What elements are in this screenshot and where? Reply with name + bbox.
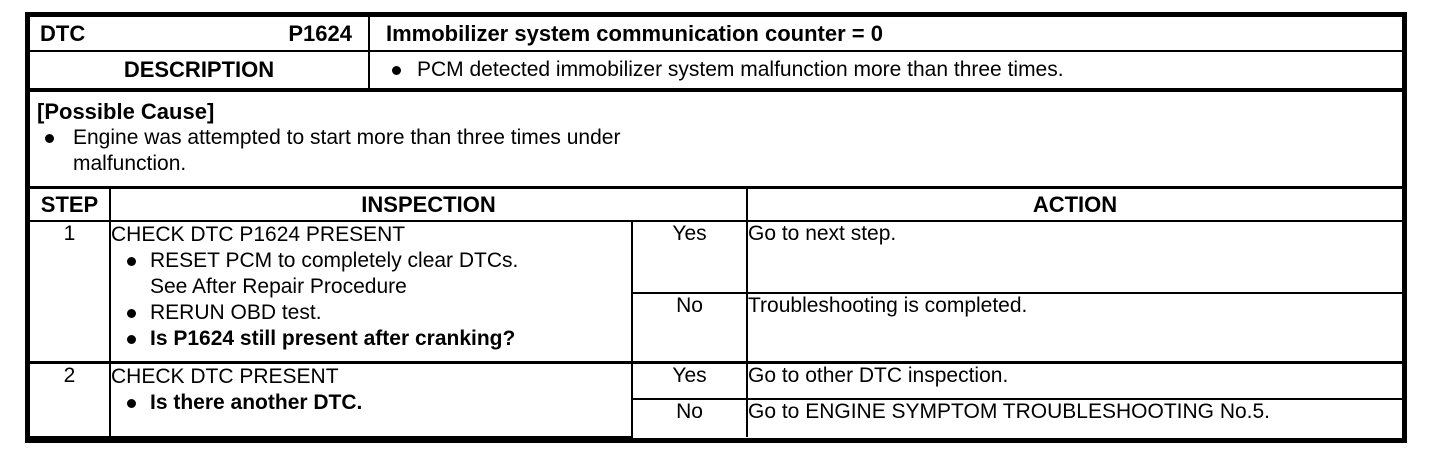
dtc-code-cell: DTC P1624 (30, 17, 370, 50)
action-cell: Troubleshooting is completed. (746, 292, 1402, 363)
bullet-item: RESET PCM to completely clear DTCs. See … (127, 248, 631, 300)
step-number: 2 (30, 360, 111, 438)
bullet-item: Is P1624 still present after cranking? (127, 326, 631, 352)
inspection-bullet-text: RESET PCM to completely clear DTCs. See … (150, 249, 519, 298)
answer-cell-yes: Yes (631, 360, 748, 400)
description-label: DESCRIPTION (30, 52, 370, 88)
inspection-cell: CHECK DTC PRESENT Is there another DTC. (109, 360, 633, 438)
bullet-list: RESET PCM to completely clear DTCs. See … (111, 248, 631, 352)
bullet-icon (45, 134, 54, 143)
step-number: 1 (30, 220, 111, 363)
action-cell: Go to other DTC inspection. (746, 360, 1402, 400)
dtc-code: P1624 (288, 20, 352, 46)
column-header-action: ACTION (746, 189, 1402, 222)
inspection-title: CHECK DTC PRESENT (111, 364, 339, 388)
description-text-cell: PCM detected immobilizer system malfunct… (370, 52, 1402, 88)
answer-cell-no: No (632, 398, 748, 437)
bullet-icon (127, 309, 136, 318)
action-cell: Go to next step. (746, 220, 1402, 294)
table-row-step1-yes: 1 CHECK DTC P1624 PRESENT RESET PCM to c… (30, 220, 1402, 363)
bullet-icon (127, 335, 136, 344)
bullet-list: Is there another DTC. (111, 390, 631, 416)
table-row-step2-no: No Go to ENGINE SYMPTOM TROUBLESHOOTING … (30, 398, 1402, 437)
bullet-item: Is there another DTC. (127, 390, 631, 416)
dtc-header-row: DTC P1624 Immobilizer system communicati… (30, 17, 1402, 52)
bullet-icon (392, 65, 401, 75)
description-row: DESCRIPTION PCM detected immobilizer sys… (30, 52, 1402, 92)
dtc-troubleshooting-card: DTC P1624 Immobilizer system communicati… (25, 12, 1407, 443)
description-text: PCM detected immobilizer system malfunct… (417, 58, 1064, 81)
possible-cause-section: [Possible Cause] Engine was attempted to… (30, 92, 1402, 189)
column-header-step: STEP (30, 189, 111, 222)
inspection-cell: CHECK DTC P1624 PRESENT RESET PCM to com… (109, 220, 633, 363)
answer-cell-no: No (632, 292, 748, 363)
steps-table: STEP INSPECTION ACTION 1 CHECK DTC P1624… (30, 189, 1402, 438)
answer-cell-yes: Yes (631, 220, 748, 294)
possible-cause-item: Engine was attempted to start more than … (37, 125, 1390, 177)
steps-header-row: STEP INSPECTION ACTION (30, 189, 1402, 222)
inspection-title: CHECK DTC P1624 PRESENT (111, 223, 406, 246)
dtc-title: Immobilizer system communication counter… (386, 20, 883, 46)
bullet-item: RERUN OBD test. (127, 300, 631, 326)
action-cell: Go to ENGINE SYMPTOM TROUBLESHOOTING No.… (746, 398, 1402, 437)
possible-cause-heading: [Possible Cause] (37, 99, 215, 124)
inspection-bullet-text: Is P1624 still present after cranking? (150, 327, 516, 350)
column-header-inspection: INSPECTION (109, 189, 748, 222)
possible-cause-text: Engine was attempted to start more than … (73, 126, 621, 175)
table-row-step2-yes: 2 CHECK DTC PRESENT Is there another DTC… (30, 360, 1402, 438)
inspection-bullet-text: Is there another DTC. (150, 390, 363, 414)
inspection-bullet-text: RERUN OBD test. (150, 301, 322, 324)
dtc-label: DTC (40, 20, 86, 46)
table-row-step1-no: No Troubleshooting is completed. (30, 292, 1402, 363)
bullet-icon (127, 398, 136, 408)
bullet-icon (127, 257, 136, 266)
